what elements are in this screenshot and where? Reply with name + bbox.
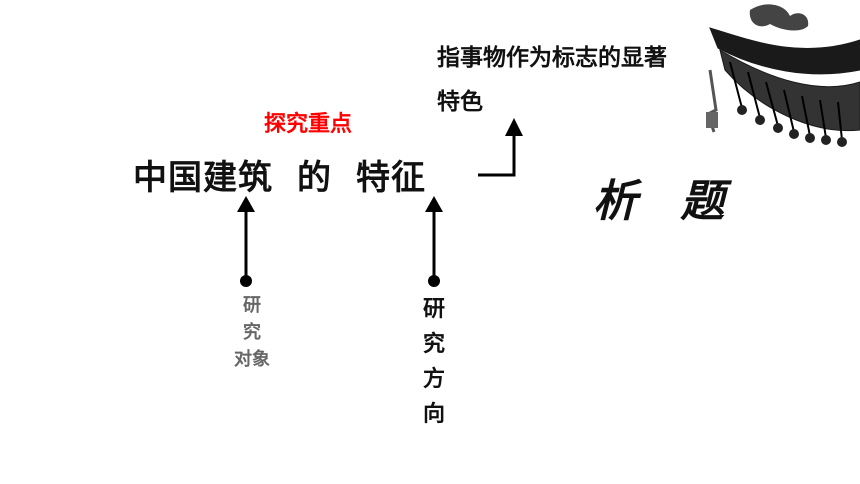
arrow-object-head [237, 196, 255, 212]
topic-part-feature: 特征 [356, 158, 426, 198]
focus-label: 探究重点 [264, 112, 353, 137]
feature-meaning-text: 指事物作为标志的显著特色 [437, 45, 667, 115]
research-direction-label: 研 究 方 向 [422, 297, 445, 427]
topic-part-building: 中国建筑 [133, 158, 273, 198]
topic-title: 中国建筑的特征 [133, 150, 426, 199]
arrow-direction-dot [428, 275, 440, 287]
arrow-object-dot [240, 275, 252, 287]
topic-part-de: 的 [297, 158, 332, 198]
arrow-meaning-connector [478, 130, 516, 177]
chinese-roof-eave-image [706, 4, 860, 147]
analyze-title: 析 题 [593, 176, 739, 227]
research-object-label: 研 究 对象 [234, 295, 270, 370]
arrow-direction-head [425, 196, 443, 212]
arrow-meaning-head [505, 118, 523, 136]
